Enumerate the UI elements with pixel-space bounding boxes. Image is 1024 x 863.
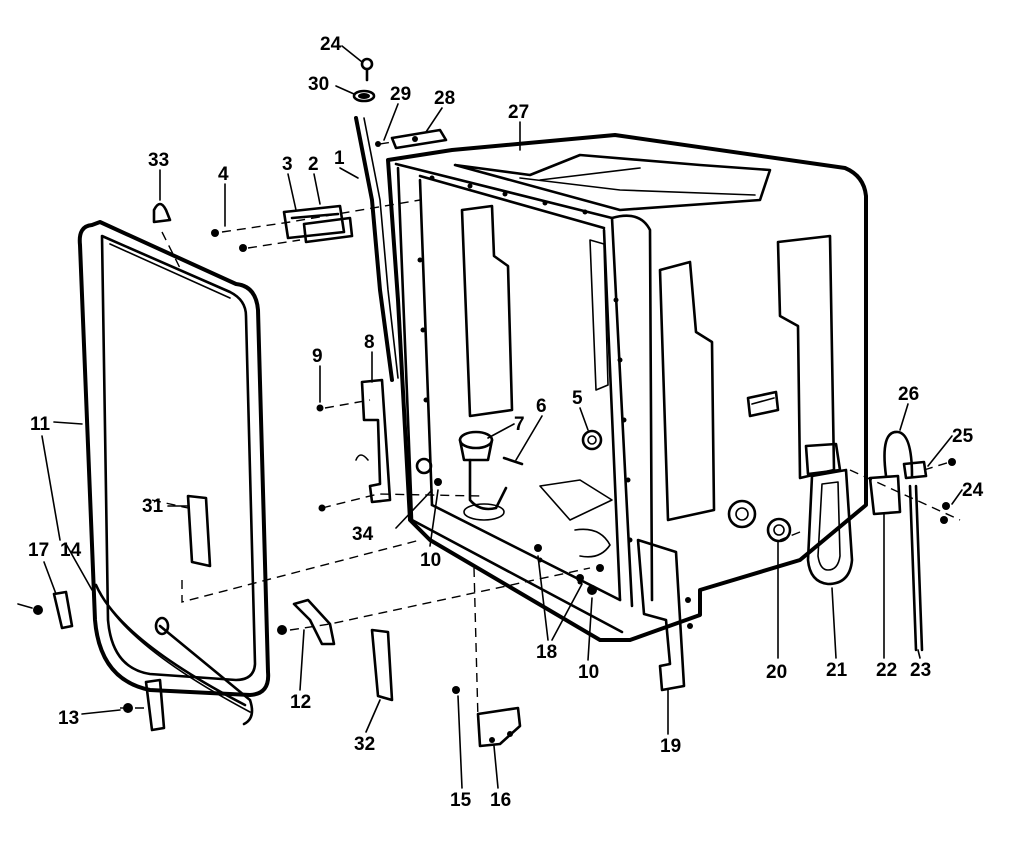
callout-34: 34: [352, 524, 374, 545]
callout-27: 27: [508, 102, 529, 123]
callout-21: 21: [826, 660, 848, 681]
callout-3: 3: [282, 154, 293, 175]
callouts: 24 30 29 28 27 33 4 3 2 1 9 8 11 5 7 6 2…: [28, 34, 984, 811]
callout-11: 11: [30, 414, 51, 435]
callout-2: 2: [308, 154, 319, 175]
callout-33: 33: [148, 150, 169, 171]
callout-31: 31: [142, 496, 164, 517]
flange-holes: [417, 175, 633, 585]
callout-23: 23: [910, 660, 931, 681]
callout-12: 12: [290, 692, 311, 713]
callout-22: 22: [876, 660, 897, 681]
callout-7: 7: [514, 414, 525, 435]
callout-8: 8: [364, 332, 375, 353]
callout-16: 16: [490, 790, 511, 811]
callout-29: 29: [390, 84, 411, 105]
callout-6: 6: [536, 396, 547, 417]
callout-10-right: 10: [578, 662, 599, 683]
hose: [354, 116, 399, 382]
callout-14: 14: [60, 540, 82, 561]
callout-25: 25: [952, 426, 974, 447]
callout-20: 20: [766, 662, 787, 683]
small-parts: [33, 57, 956, 748]
tub: [386, 133, 868, 642]
callout-15: 15: [450, 790, 472, 811]
callout-1: 1: [334, 148, 345, 169]
callout-28: 28: [434, 88, 455, 109]
callout-4: 4: [218, 164, 229, 185]
callout-17: 17: [28, 540, 49, 561]
callout-13: 13: [58, 708, 79, 729]
callout-24-right: 24: [962, 480, 984, 501]
callout-26: 26: [898, 384, 919, 405]
callout-9: 9: [312, 346, 323, 367]
callout-5: 5: [572, 388, 583, 409]
callout-18: 18: [536, 642, 557, 663]
callout-19: 19: [660, 736, 681, 757]
callout-24-top: 24: [320, 34, 342, 55]
leader-lines: [17, 45, 963, 789]
callout-30: 30: [308, 74, 329, 95]
callout-10-center: 10: [420, 550, 441, 571]
callout-32: 32: [354, 734, 375, 755]
door-frame: [77, 220, 271, 726]
